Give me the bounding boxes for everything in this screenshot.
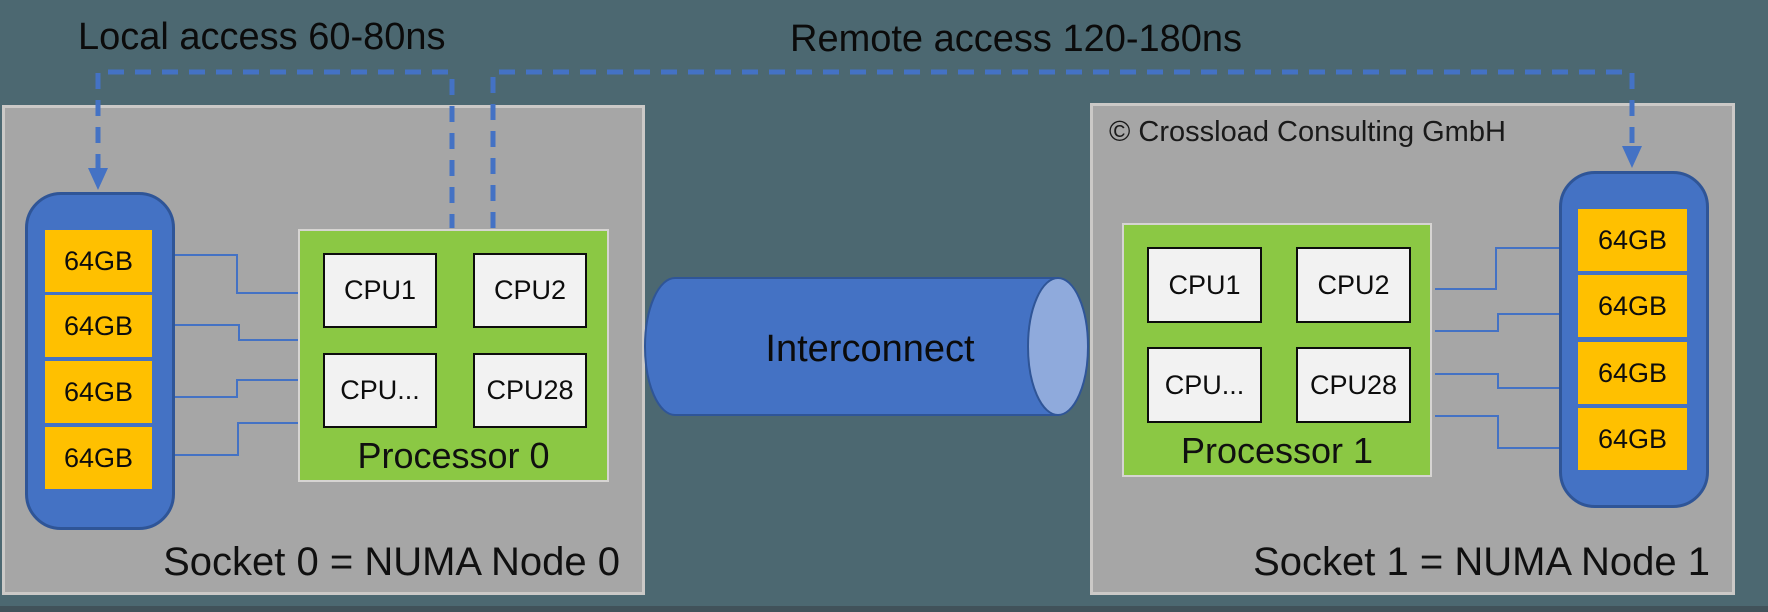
socket1-processor: CPU1 CPU2 CPU... CPU28 Processor 1 (1122, 223, 1432, 477)
processor1-label: Processor 1 (1180, 430, 1374, 471)
socket0-memory-bank: 64GB 64GB 64GB 64GB (25, 192, 175, 530)
socket0-label: Socket 0 = NUMA Node 0 (163, 540, 620, 584)
memory-module: 64GB (45, 295, 152, 357)
processor0-label: Processor 0 (357, 435, 550, 476)
socket1-memory-bank: 64GB 64GB 64GB 64GB (1559, 171, 1709, 508)
memory-module: 64GB (45, 427, 152, 489)
copyright-text: © Crossload Consulting GmbH (1109, 116, 1506, 148)
cpu-box: CPU... (1147, 347, 1262, 423)
remote-access-label: Remote access 120-180ns (790, 18, 1243, 60)
cpu-box: CPU2 (473, 253, 587, 328)
memory-module: 64GB (1578, 209, 1687, 271)
cpu-box: CPU1 (1147, 247, 1262, 323)
cpu-box: CPU28 (1296, 347, 1411, 423)
interconnect-label: Interconnect (765, 328, 975, 370)
cpu-box: CPU28 (473, 353, 587, 428)
cpu-box: CPU... (323, 353, 437, 428)
memory-module: 64GB (45, 230, 152, 292)
socket0-processor: CPU1 CPU2 CPU... CPU28 Processor 0 (298, 229, 609, 482)
memory-module: 64GB (1578, 408, 1687, 470)
socket1-label: Socket 1 = NUMA Node 1 (1253, 540, 1710, 584)
local-access-label: Local access 60-80ns (78, 16, 446, 58)
memory-module: 64GB (1578, 275, 1687, 337)
cpu-box: CPU2 (1296, 247, 1411, 323)
cpu-box: CPU1 (323, 253, 437, 328)
bottom-edge-strip (0, 606, 1768, 612)
memory-module: 64GB (1578, 342, 1687, 404)
memory-module: 64GB (45, 361, 152, 423)
